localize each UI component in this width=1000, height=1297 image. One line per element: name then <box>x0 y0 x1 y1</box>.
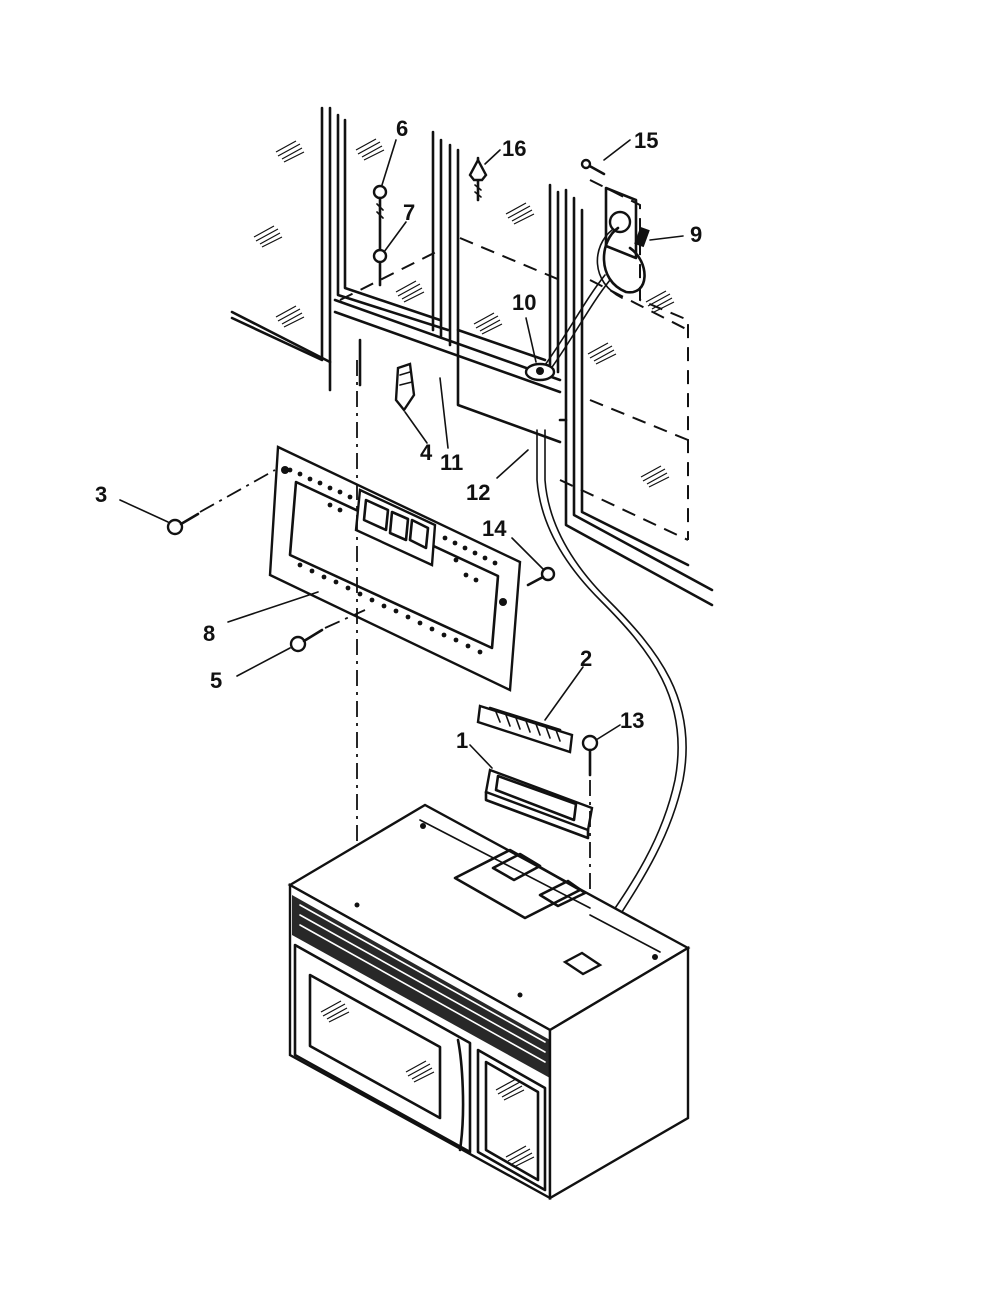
callout-14: 14 <box>482 516 507 541</box>
hardware <box>166 156 606 777</box>
toggle-bolt-16 <box>468 156 488 202</box>
callout-2: 2 <box>580 646 592 671</box>
callout-labels: 6 7 16 15 9 10 4 11 12 3 14 8 5 2 1 13 <box>95 116 702 753</box>
callout-3: 3 <box>95 482 107 507</box>
callout-13: 13 <box>620 708 644 733</box>
callout-4: 4 <box>420 440 433 465</box>
alignment-line-screw-3 <box>199 469 276 513</box>
screw-13 <box>581 734 599 777</box>
callout-5: 5 <box>210 668 222 693</box>
screw-5 <box>289 628 324 653</box>
callout-9: 9 <box>690 222 702 247</box>
leader-lines <box>119 139 684 769</box>
callout-6: 6 <box>396 116 408 141</box>
callout-8: 8 <box>203 621 215 646</box>
power-cord <box>524 226 687 951</box>
callout-11: 11 <box>440 450 463 475</box>
callout-7: 7 <box>403 200 415 225</box>
microwave-oven <box>287 803 691 1201</box>
alignment-line-screw-5 <box>324 609 366 629</box>
callout-12: 12 <box>466 480 490 505</box>
plate-perforations <box>287 467 498 655</box>
screw-3 <box>166 512 200 536</box>
glass-hatching <box>253 138 675 488</box>
callout-15: 15 <box>634 128 658 153</box>
callout-1: 1 <box>456 728 468 753</box>
screw-15 <box>580 158 606 176</box>
vent-grille-2 <box>476 704 574 754</box>
upper-cabinets <box>230 106 714 607</box>
bracket-4 <box>394 362 416 413</box>
callout-16: 16 <box>502 136 526 161</box>
washer-7 <box>372 248 388 264</box>
screw-14 <box>526 566 556 587</box>
screw-6 <box>372 184 388 287</box>
callout-10: 10 <box>512 290 536 315</box>
filter-tray-1 <box>484 768 594 840</box>
